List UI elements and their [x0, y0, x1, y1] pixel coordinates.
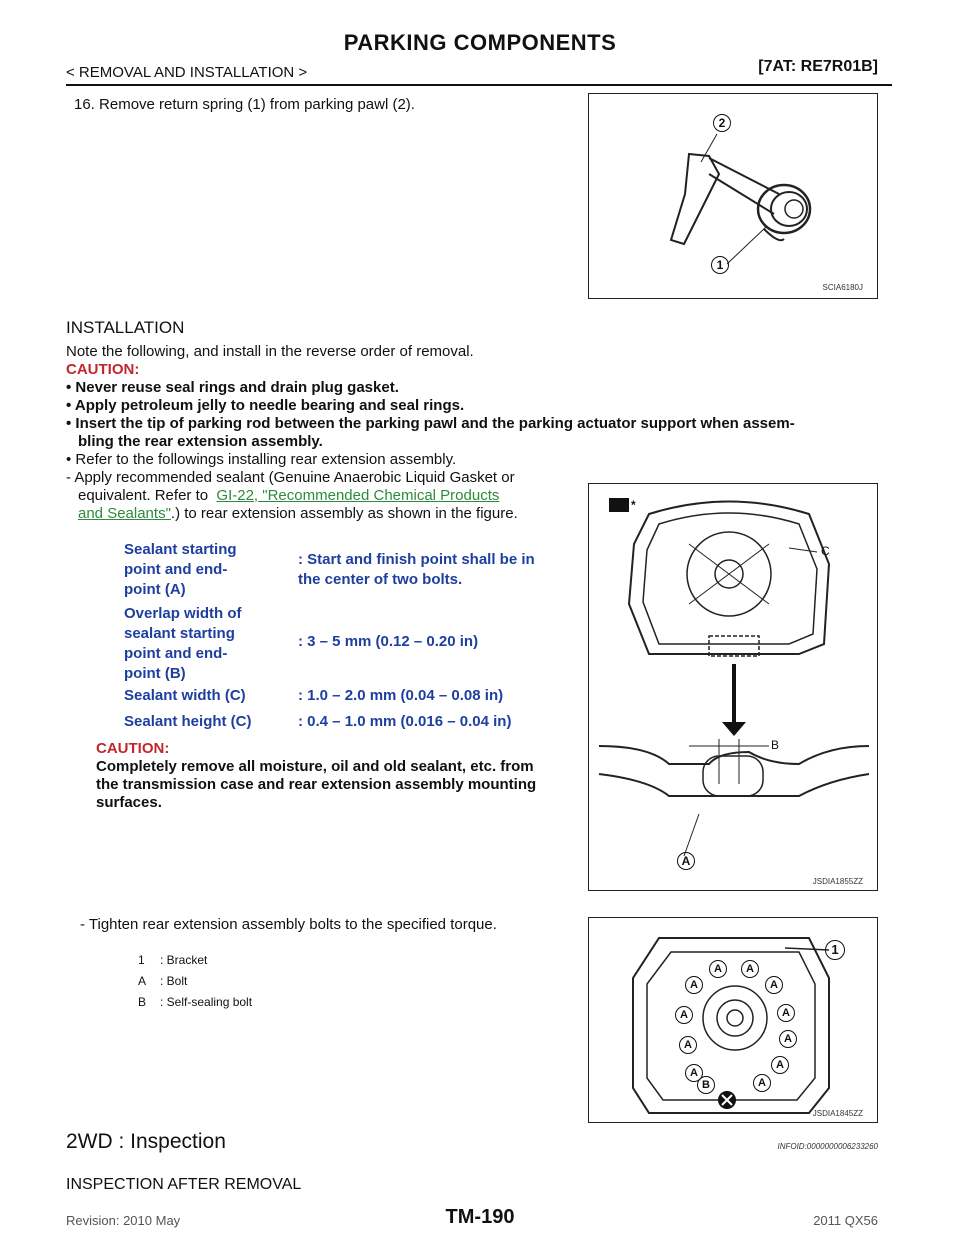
caution-2-line-2: the transmission case and rear extension… — [96, 776, 537, 793]
spec-value-1: : Start and finish point shall be in the… — [298, 551, 535, 588]
bolt-callout-a: A — [777, 1004, 795, 1022]
apply-line-3: and Sealants".) to rear extension assemb… — [78, 505, 518, 522]
section-title-inspection: 2WD : Inspection — [66, 1130, 226, 1153]
reference-link-cont[interactable]: and Sealants" — [78, 505, 171, 522]
revision-text: Revision: 2010 May — [66, 1213, 181, 1228]
legend-item: 1: Bracket — [138, 953, 208, 967]
callout-1: 1 — [711, 256, 729, 274]
bolt-callout-a: A — [741, 960, 759, 978]
bolt-callout-a: A — [709, 960, 727, 978]
caution-2-label: CAUTION: — [96, 740, 170, 757]
spec-value-4: : 0.4 – 1.0 mm (0.016 – 0.04 in) — [298, 713, 512, 730]
bolt-callout-a: A — [765, 976, 783, 994]
bolt-callout-a: A — [685, 976, 703, 994]
spec-label-4: Sealant height (C) — [124, 713, 252, 730]
label-c: C — [821, 544, 830, 558]
apply-line-2: equivalent. Refer to GI-22, "Recommended… — [78, 487, 500, 504]
parking-pawl-illustration — [669, 133, 812, 265]
figure-sealant-application: * C B A JSDIA1855ZZ — [588, 483, 878, 891]
star-label: * — [631, 498, 636, 512]
caution-bullet-3: • Insert the tip of parking rod between … — [66, 415, 795, 432]
inspection-heading: INSPECTION AFTER REMOVAL — [66, 1176, 302, 1193]
step-16-text: 16. Remove return spring (1) from parkin… — [74, 96, 415, 113]
caution-bullet-2: • Apply petroleum jelly to needle bearin… — [66, 397, 465, 414]
installation-intro: Note the following, and install in the r… — [66, 343, 474, 360]
apply-line-1: - Apply recommended sealant (Genuine Ana… — [66, 469, 515, 486]
bolt-callout-a: A — [753, 1074, 771, 1092]
bolt-callout-a: A — [771, 1056, 789, 1074]
bolt-callout-a: A — [675, 1006, 693, 1024]
breadcrumb: < REMOVAL AND INSTALLATION > — [66, 64, 308, 81]
spec-value-3: : 1.0 – 2.0 mm (0.04 – 0.08 in) — [298, 687, 504, 704]
caution-bullet-1: • Never reuse seal rings and drain plug … — [66, 379, 399, 396]
bolt-callout-a: A — [679, 1036, 697, 1054]
caution-label: CAUTION: — [66, 361, 140, 378]
spec-label-1: Sealant starting point and end- point (A… — [124, 541, 237, 598]
callout-a: A — [677, 852, 695, 870]
figure-code: JSDIA1855ZZ — [812, 877, 863, 886]
legend-item: A: Bolt — [138, 974, 188, 988]
bolt-callout-a: A — [779, 1030, 797, 1048]
tighten-text: - Tighten rear extension assembly bolts … — [80, 916, 497, 933]
self-sealing-bolt-callout-b: B — [697, 1076, 715, 1094]
model-year: 2011 QX56 — [813, 1213, 878, 1228]
rear-extension-illustration — [598, 498, 870, 857]
caution-2-line-1: Completely remove all moisture, oil and … — [96, 758, 534, 775]
installation-heading: INSTALLATION — [66, 318, 185, 337]
refer-text: • Refer to the followings installing rea… — [66, 451, 457, 468]
label-b: B — [771, 738, 780, 752]
header-divider — [66, 84, 892, 86]
spec-label-3: Sealant width (C) — [124, 687, 246, 704]
figure-code: SCIA6180J — [822, 283, 863, 292]
info-id: INFOID:0000000006233260 — [777, 1142, 878, 1151]
model-code: [7AT: RE7R01B] — [758, 58, 878, 75]
figure-parking-pawl: 2 1 SCIA6180J — [588, 93, 878, 299]
page-number: TM-190 — [445, 1206, 515, 1228]
spec-label-2: Overlap width of sealant starting point … — [124, 605, 242, 682]
caution-2-line-3: surfaces. — [96, 794, 162, 811]
bolt-layout-illustration — [632, 937, 830, 1114]
page-title: PARKING COMPONENTS — [343, 30, 617, 55]
reference-link[interactable]: GI-22, "Recommended Chemical Products — [216, 487, 500, 504]
callout-2: 2 — [713, 114, 731, 132]
bolt-callout-a: A — [685, 1064, 703, 1082]
caution-bullet-3-cont: bling the rear extension assembly. — [78, 433, 323, 450]
figure-bolt-locations: 1 A A A A A A A A A A A B JSDIA1845ZZ — [588, 917, 878, 1123]
figure-code: JSDIA1845ZZ — [812, 1109, 863, 1118]
spec-value-2: : 3 – 5 mm (0.12 – 0.20 in) — [298, 633, 479, 650]
legend-item: B: Self-sealing bolt — [138, 995, 253, 1009]
callout-1-bracket: 1 — [825, 940, 845, 960]
legend-list: 1: Bracket A: Bolt B: Self-sealing bolt — [138, 950, 252, 1013]
